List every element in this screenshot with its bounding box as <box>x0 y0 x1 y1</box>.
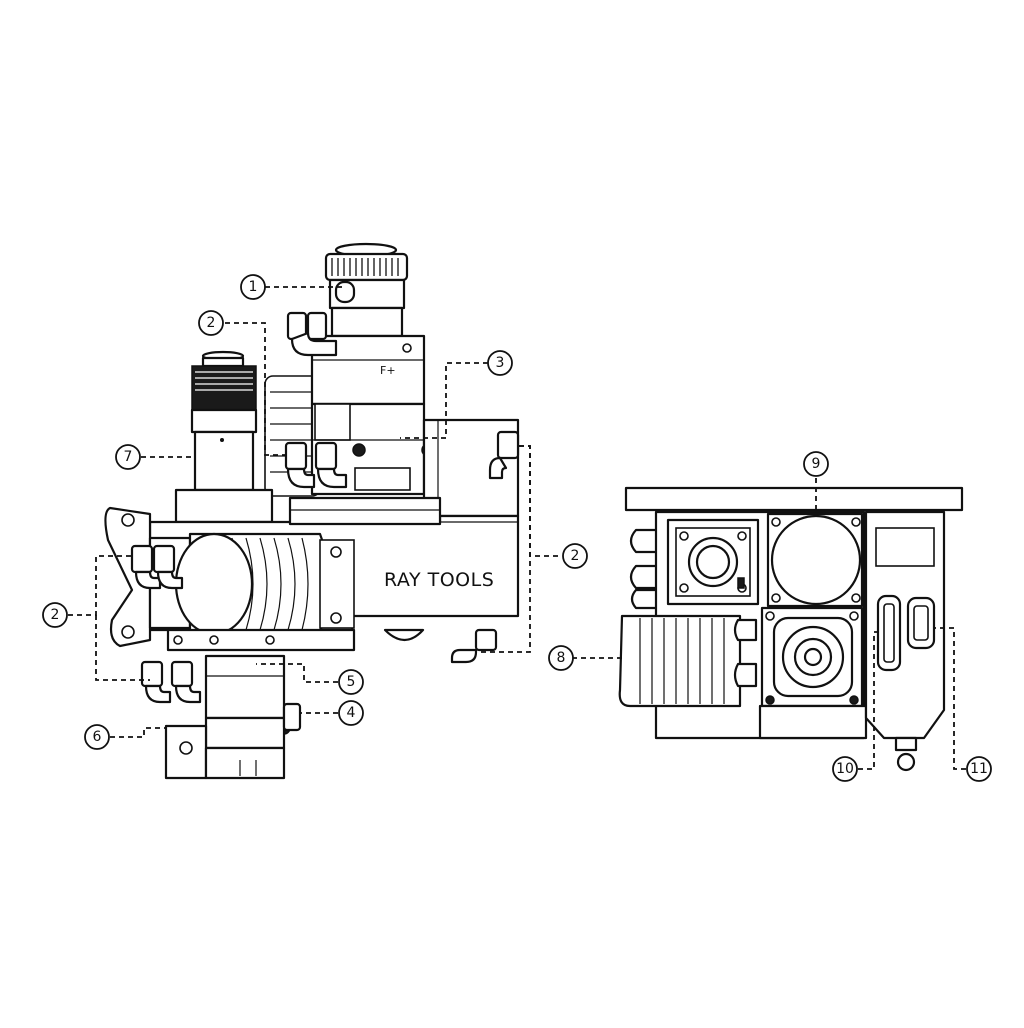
callout-2-right: 2 <box>562 543 588 569</box>
callout-1: 1 <box>240 274 266 300</box>
callout-4: 4 <box>338 700 364 726</box>
svg-text:7: 7 <box>124 449 133 465</box>
svg-text:2: 2 <box>51 607 60 623</box>
ribbed-lens-module <box>148 532 355 636</box>
svg-text:6: 6 <box>93 729 102 745</box>
callout-11: 11 <box>966 756 992 782</box>
svg-text:10: 10 <box>836 761 854 777</box>
top-plate <box>624 486 964 512</box>
svg-text:F+: F+ <box>380 364 396 377</box>
callout-3: 3 <box>487 350 513 376</box>
fiber-connector <box>324 242 409 338</box>
svg-text:11: 11 <box>970 761 988 777</box>
cutting-head-rear-view <box>618 486 964 772</box>
air-fittings-lower <box>140 660 302 732</box>
callout-5: 5 <box>338 669 364 695</box>
callout-7: 7 <box>115 444 141 470</box>
callout-2-top: 2 <box>198 310 224 336</box>
round-cover <box>766 512 864 608</box>
svg-text:8: 8 <box>557 650 566 666</box>
callout-8: 8 <box>548 645 574 671</box>
ccd-camera <box>174 350 274 524</box>
air-fittings-top <box>284 311 348 489</box>
air-fittings-left <box>130 544 184 590</box>
upper-port <box>666 518 760 606</box>
callout-9: 9 <box>803 451 829 477</box>
lower-port <box>758 606 868 740</box>
cutting-head-front-view: F+ <box>104 242 520 780</box>
connector-panel <box>864 510 946 772</box>
callout-10: 10 <box>832 756 858 782</box>
brand-label: RAY TOOLS <box>384 569 494 591</box>
mounting-bracket <box>104 506 152 648</box>
svg-text:9: 9 <box>812 456 821 472</box>
callout-6: 6 <box>84 724 110 750</box>
svg-text:5: 5 <box>347 674 356 690</box>
leader-lines <box>68 286 966 770</box>
svg-text:3: 3 <box>496 355 505 371</box>
svg-text:1: 1 <box>249 279 258 295</box>
air-fittings-right <box>450 430 520 664</box>
svg-text:2: 2 <box>207 315 216 331</box>
rear-air-fittings <box>629 528 660 610</box>
svg-text:2: 2 <box>571 548 580 564</box>
nozzle-body <box>164 628 356 780</box>
callout-2-left: 2 <box>42 602 68 628</box>
svg-text:4: 4 <box>347 705 356 721</box>
ribbed-heatsink <box>618 614 758 708</box>
